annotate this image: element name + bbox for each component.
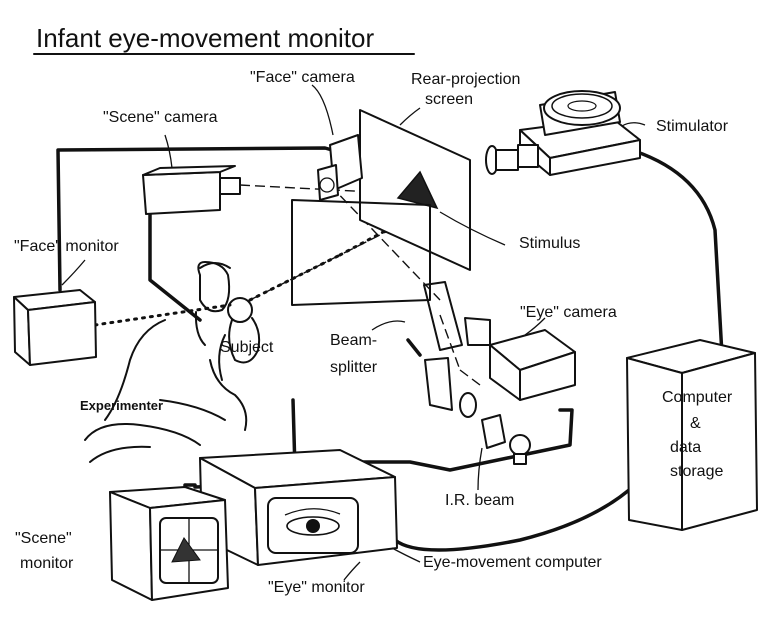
- scene-monitor-label-2: monitor: [20, 555, 74, 572]
- beam-splitter-label-1: Beam-: [330, 332, 377, 349]
- stimulus-label: Stimulus: [519, 235, 580, 252]
- diagram-title: Infant eye-movement monitor: [36, 23, 374, 53]
- ir-source: [459, 392, 531, 465]
- computer-data-storage: [626, 339, 758, 531]
- eye-monitor-label: "Eye" monitor: [268, 579, 365, 596]
- computer-label-1: Computer: [662, 389, 733, 406]
- computer-label-3: data: [670, 439, 701, 456]
- lower-mirror: [424, 357, 453, 411]
- face-monitor: [13, 289, 97, 366]
- face-camera: [317, 134, 363, 201]
- subject-label: Subject: [220, 339, 274, 356]
- beam-splitter-label-2: splitter: [330, 359, 378, 376]
- computer-label-4: storage: [670, 463, 723, 480]
- experimenter-figure: [84, 311, 248, 463]
- leader-lines: [61, 84, 646, 581]
- eye-movement-computer: [199, 449, 398, 566]
- beam-splitter-plate: [291, 199, 431, 306]
- eye-camera-label: "Eye" camera: [520, 304, 617, 321]
- eye-mirror: [423, 281, 463, 351]
- eye-movement-computer-label: Eye-movement computer: [423, 554, 602, 571]
- face-camera-label: "Face" camera: [250, 69, 355, 86]
- rear-projection-label-2: screen: [425, 91, 473, 108]
- cables: [56, 146, 724, 552]
- computer-label-2: &: [690, 415, 701, 432]
- rear-projection-label-1: Rear-projection: [411, 71, 520, 88]
- subject-figure: [197, 261, 261, 381]
- stimulator-label: Stimulator: [656, 118, 729, 135]
- eye-camera: [464, 317, 576, 401]
- experimenter-label: Experimenter: [80, 398, 163, 413]
- stimulator-projector: [485, 90, 641, 176]
- scene-monitor: [109, 486, 229, 601]
- face-monitor-label: "Face" monitor: [14, 238, 119, 255]
- stimulus-triangle: [396, 170, 439, 210]
- scene-camera: [142, 165, 241, 215]
- scene-monitor-label-1: "Scene": [15, 530, 72, 547]
- ir-beam-label: I.R. beam: [445, 492, 514, 509]
- scene-camera-label: "Scene" camera: [103, 109, 218, 126]
